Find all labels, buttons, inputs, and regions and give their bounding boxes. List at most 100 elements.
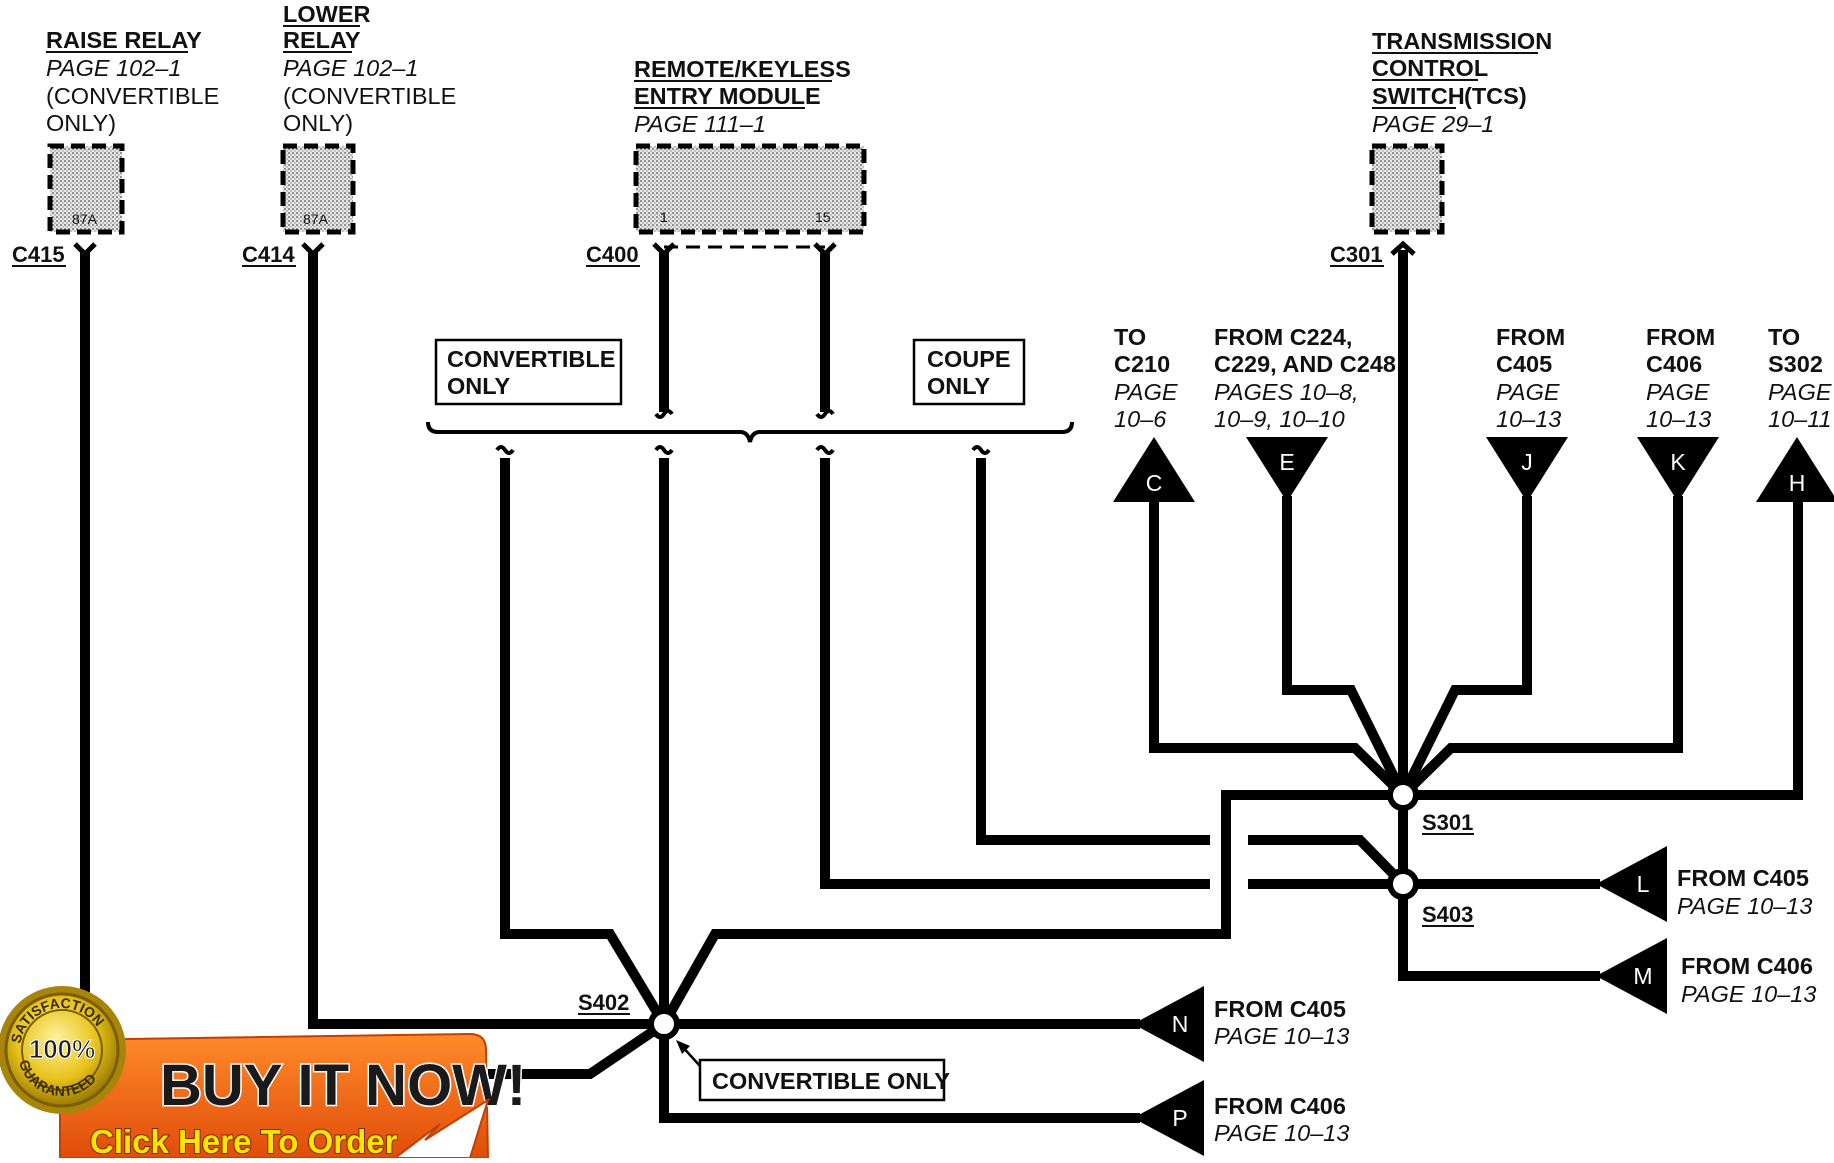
- svg-text:PAGE 10–13: PAGE 10–13: [1681, 981, 1816, 1007]
- svg-text:10–11: 10–11: [1768, 406, 1832, 432]
- lower-relay-note-2: ONLY): [283, 110, 353, 136]
- svg-text:PAGE: PAGE: [1496, 379, 1560, 405]
- raise-relay-box: [47, 143, 125, 235]
- connector-c415: C415: [12, 242, 65, 267]
- svg-text:PAGE: PAGE: [1114, 379, 1178, 405]
- banner-subline[interactable]: Click Here To Order: [89, 1122, 399, 1161]
- svg-text:PAGE 10–13: PAGE 10–13: [1214, 1120, 1349, 1146]
- arrow-m: M FROM C406 PAGE 10–13: [1596, 938, 1816, 1014]
- banner-background[interactable]: [59, 1032, 490, 1159]
- tcs-title-abbr: (TCS): [1464, 83, 1527, 109]
- svg-text:ONLY: ONLY: [447, 373, 510, 399]
- svg-text:FROM C405: FROM C405: [1214, 996, 1346, 1022]
- raise-relay-note: (CONVERTIBLE: [46, 83, 219, 109]
- connector-c301: C301: [1330, 242, 1383, 267]
- raise-relay-title: RAISE RELAY: [46, 27, 202, 53]
- splice-s301-dot: [1387, 779, 1419, 811]
- svg-text:COUPE: COUPE: [927, 346, 1011, 372]
- arrow-c: C TO C210 PAGE 10–6: [1113, 324, 1195, 502]
- lower-relay-pin: 87A: [303, 211, 329, 227]
- svg-text:PAGE 10–13: PAGE 10–13: [1214, 1023, 1349, 1049]
- convertible-only-box: CONVERTIBLE ONLY: [434, 338, 623, 406]
- tcs-title-3: SWITCH: [1372, 83, 1465, 109]
- svg-text:TO: TO: [1768, 324, 1800, 350]
- svg-text:FROM C406: FROM C406: [1681, 953, 1813, 979]
- arrow-l: L FROM C405 PAGE 10–13: [1596, 846, 1812, 922]
- splices: S301 S403 S402: [578, 779, 1474, 1040]
- guarantee-seal-icon: SATISFACTION 100% GUARANTEED: [0, 986, 126, 1114]
- raise-relay-pin: 87A: [72, 211, 98, 227]
- svg-text:TO: TO: [1114, 324, 1146, 350]
- svg-text:J: J: [1521, 449, 1533, 475]
- svg-text:K: K: [1670, 449, 1686, 475]
- lower-relay-box: [280, 143, 356, 235]
- svg-text:C: C: [1146, 470, 1163, 496]
- svg-text:M: M: [1633, 963, 1652, 989]
- svg-text:10–6: 10–6: [1114, 406, 1167, 432]
- splice-s301-label: S301: [1422, 810, 1473, 835]
- svg-text:H: H: [1789, 470, 1806, 496]
- wires: [73, 240, 1803, 1123]
- svg-text:10–13: 10–13: [1496, 406, 1561, 432]
- svg-text:ONLY: ONLY: [927, 373, 990, 399]
- rke-pin-1: 1: [660, 209, 668, 225]
- arrow-k: K FROM C406 PAGE 10–13: [1637, 324, 1719, 502]
- coupe-only-box: COUPE ONLY: [912, 338, 1026, 406]
- svg-text:PAGE: PAGE: [1646, 379, 1710, 405]
- convertible-only-bottom-box: CONVERTIBLE ONLY: [676, 1040, 950, 1102]
- svg-text:PAGE: PAGE: [1768, 379, 1832, 405]
- svg-text:CONVERTIBLE: CONVERTIBLE: [447, 346, 615, 372]
- lower-relay-note: (CONVERTIBLE: [283, 83, 456, 109]
- splice-s402-label: S402: [578, 990, 629, 1015]
- raise-relay-note-2: ONLY): [46, 110, 116, 136]
- transmission-control-switch: TRANSMISSION CONTROL SWITCH (TCS) PAGE 2…: [1330, 28, 1552, 267]
- rke-module-box: [633, 143, 867, 235]
- svg-text:C406: C406: [1646, 351, 1702, 377]
- raise-relay: RAISE RELAY PAGE 102–1 (CONVERTIBLE ONLY…: [12, 27, 219, 267]
- raise-relay-page: PAGE 102–1: [46, 55, 181, 81]
- connector-c414: C414: [242, 242, 295, 267]
- rke-module-page: PAGE 111–1: [634, 111, 766, 137]
- rke-module-title-2: ENTRY MODULE: [634, 83, 821, 109]
- svg-text:C405: C405: [1496, 351, 1552, 377]
- svg-text:CONVERTIBLE ONLY: CONVERTIBLE ONLY: [712, 1068, 950, 1094]
- lower-relay-page: PAGE 102–1: [283, 55, 418, 81]
- arrow-h: H TO S302 PAGE 10–11: [1756, 324, 1834, 502]
- connector-c400: C400: [586, 242, 639, 267]
- svg-text:E: E: [1279, 449, 1294, 475]
- tcs-title: TRANSMISSION: [1372, 28, 1552, 54]
- splice-s403-dot: [1387, 868, 1419, 900]
- arrow-e: E FROM C224, C229, AND C248 PAGES 10–8, …: [1214, 324, 1396, 502]
- svg-text:C229, AND C248: C229, AND C248: [1214, 351, 1396, 377]
- banner-headline[interactable]: BUY IT NOW!: [159, 1052, 528, 1120]
- svg-text:N: N: [1172, 1011, 1189, 1037]
- svg-text:FROM: FROM: [1496, 324, 1565, 350]
- lower-relay-title-2: RELAY: [283, 27, 361, 53]
- svg-text:PAGES 10–8,: PAGES 10–8,: [1214, 379, 1359, 405]
- tcs-title-2: CONTROL: [1372, 55, 1488, 81]
- svg-text:10–9, 10–10: 10–9, 10–10: [1214, 406, 1345, 432]
- svg-text:FROM C406: FROM C406: [1214, 1093, 1346, 1119]
- tcs-page: PAGE 29–1: [1372, 111, 1494, 137]
- rke-pin-15: 15: [815, 209, 831, 225]
- svg-text:S302: S302: [1768, 351, 1823, 377]
- svg-text:FROM C405: FROM C405: [1677, 865, 1809, 891]
- svg-text:100%: 100%: [29, 1034, 96, 1064]
- lower-relay: LOWER RELAY PAGE 102–1 (CONVERTIBLE ONLY…: [242, 1, 456, 267]
- rke-module: REMOTE/KEYLESS ENTRY MODULE PAGE 111–1 1…: [586, 56, 867, 267]
- svg-text:FROM C224,: FROM C224,: [1214, 324, 1352, 350]
- svg-text:10–13: 10–13: [1646, 406, 1711, 432]
- arrow-p: P FROM C406 PAGE 10–13: [1133, 1080, 1349, 1156]
- lower-relay-title: LOWER: [283, 1, 370, 27]
- arrow-j: J FROM C405 PAGE 10–13: [1486, 324, 1568, 502]
- splice-s403-label: S403: [1422, 902, 1473, 927]
- svg-text:L: L: [1637, 871, 1650, 897]
- svg-text:P: P: [1172, 1105, 1187, 1131]
- rke-module-title: REMOTE/KEYLESS: [634, 56, 851, 82]
- svg-text:FROM: FROM: [1646, 324, 1715, 350]
- svg-text:PAGE 10–13: PAGE 10–13: [1677, 893, 1812, 919]
- buy-it-now-banner[interactable]: BUY IT NOW! Click Here To Order SATISFAC…: [0, 986, 528, 1161]
- arrow-n: N FROM C405 PAGE 10–13: [1133, 986, 1349, 1062]
- tcs-box: [1369, 143, 1445, 235]
